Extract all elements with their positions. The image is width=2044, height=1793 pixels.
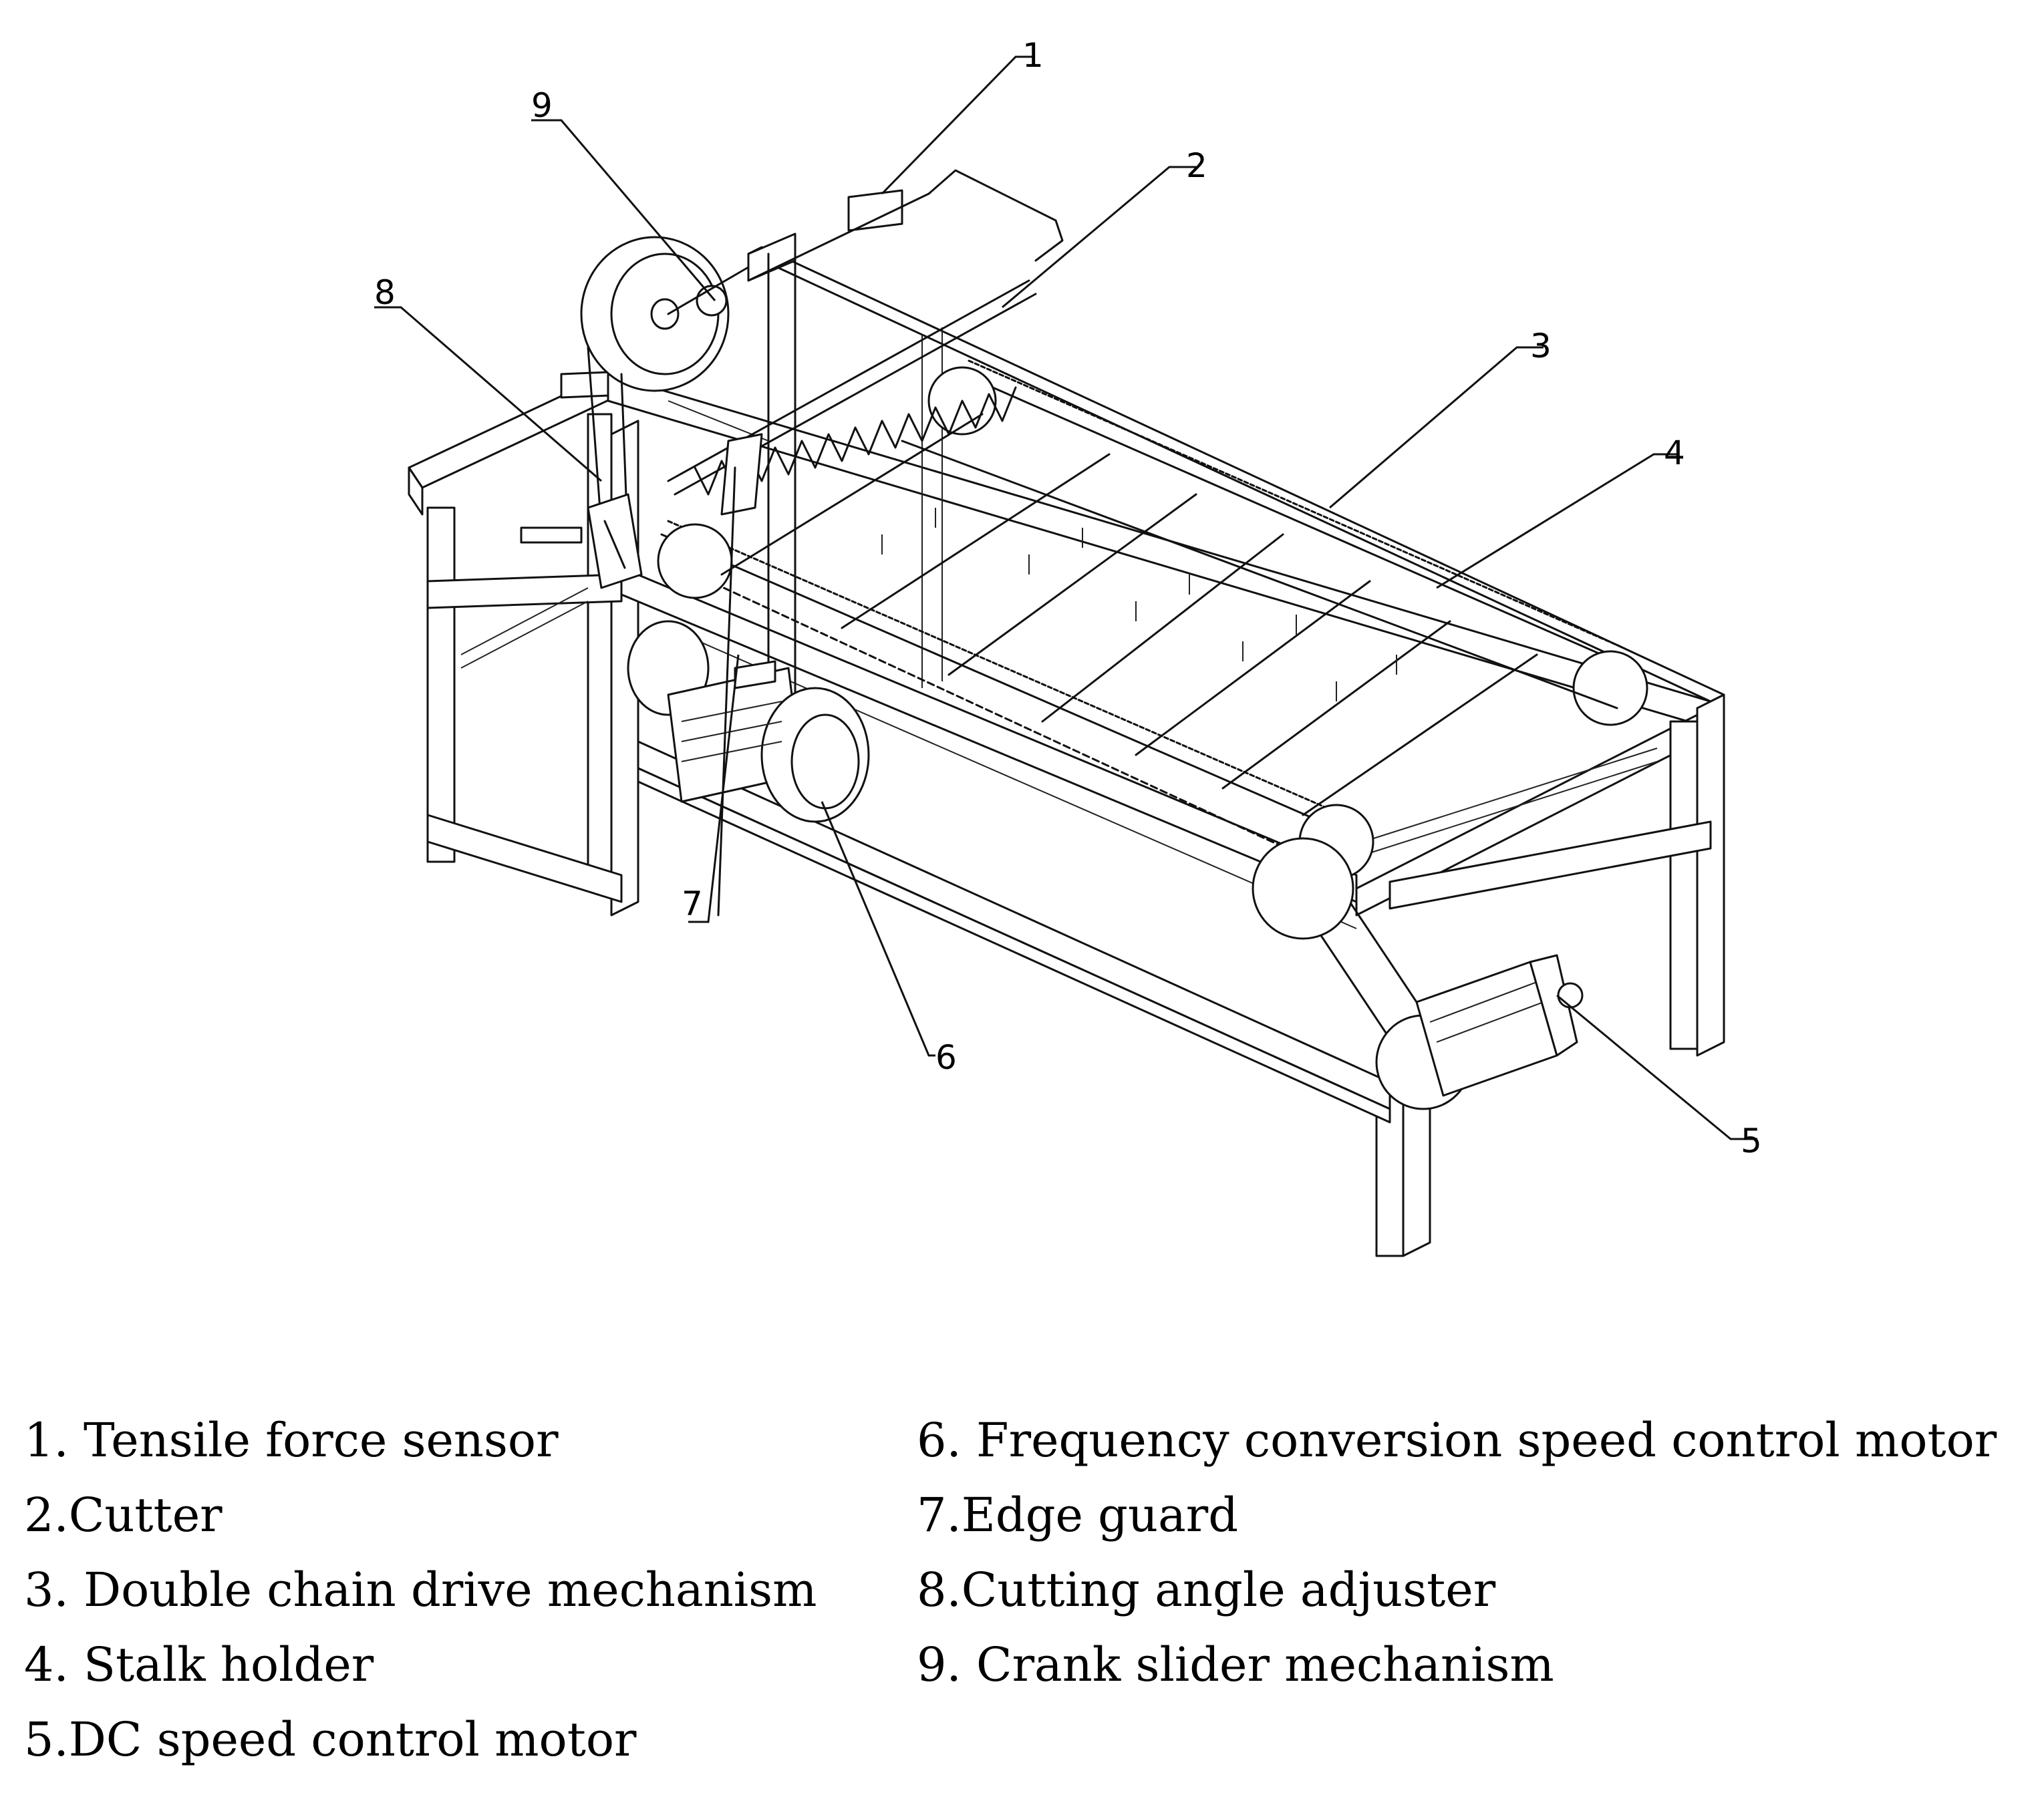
callout-2: 2 — [1186, 146, 1207, 185]
dc-speed-control-motor — [1252, 837, 1584, 1110]
legend-item-5: 5.DC speed control motor — [24, 1712, 637, 1767]
legend-column-right: 6. Frequency conversion speed control mo… — [917, 1403, 1997, 1702]
legend-item-4: 4. Stalk holder — [24, 1637, 374, 1692]
legend-item-7: 7.Edge guard — [917, 1488, 1239, 1542]
callout-6: 6 — [935, 1038, 957, 1077]
leaders — [374, 55, 1757, 1140]
callout-3: 3 — [1530, 327, 1552, 365]
cutting-angle-adjuster — [587, 493, 643, 589]
frame-right-end — [1355, 693, 1725, 1257]
stalk-holder — [720, 413, 1618, 816]
legend-item-6: 6. Frequency conversion speed control mo… — [917, 1413, 1997, 1468]
legend-item-9: 9. Crank slider mechanism — [917, 1637, 1554, 1692]
callout-1: 1 — [1022, 36, 1044, 75]
legend-item-1: 1. Tensile force sensor — [24, 1413, 559, 1468]
callout-5: 5 — [1741, 1122, 1762, 1160]
callout-9: 9 — [531, 86, 553, 125]
callout-4: 4 — [1664, 434, 1685, 472]
legend-item-3: 3. Double chain drive mechanism — [24, 1563, 817, 1617]
crank-slider-mechanism — [580, 236, 750, 549]
callout-8: 8 — [374, 273, 396, 312]
legend-column-left: 1. Tensile force sensor 2.Cutter 3. Doub… — [24, 1403, 817, 1777]
legend-item-8: 8.Cutting angle adjuster — [917, 1563, 1496, 1617]
legend: 1. Tensile force sensor 2.Cutter 3. Doub… — [24, 1403, 2029, 1777]
edge-guard — [717, 433, 763, 917]
machine-diagram: 1 2 3 4 5 6 7 8 9 — [374, 36, 1762, 1257]
legend-item-2: 2.Cutter — [24, 1488, 223, 1542]
tensile-force-sensor — [747, 169, 1064, 282]
callout-7: 7 — [682, 884, 703, 923]
frame-left-end — [408, 369, 643, 917]
